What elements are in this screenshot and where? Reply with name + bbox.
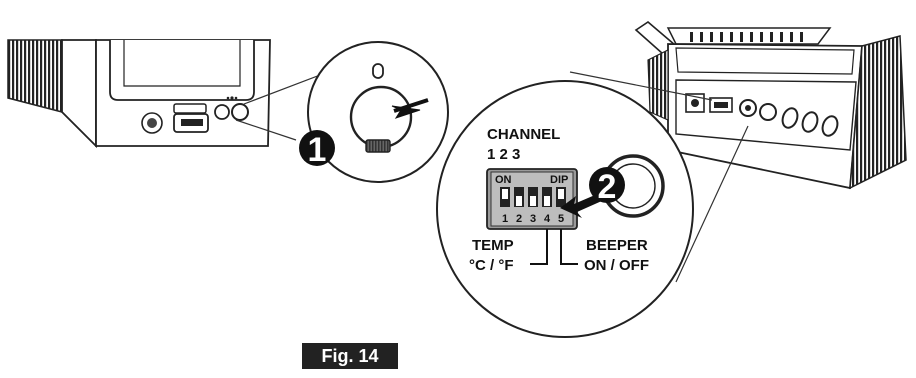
press-arrow-icon	[560, 192, 604, 218]
dip-number: 3	[530, 213, 536, 225]
beeper-state: ON / OFF	[584, 257, 649, 274]
jack-icon	[214, 104, 230, 120]
jack-icon	[759, 103, 777, 121]
dip-on-label: ON	[495, 174, 512, 186]
dip-number: 1	[502, 213, 508, 225]
dip-switch-numbers: 1 2 3 4 5	[502, 213, 564, 225]
zoom-line	[675, 125, 749, 283]
dip-switch-slots	[500, 187, 566, 207]
temp-label: TEMP	[472, 237, 514, 254]
side-grille	[849, 35, 907, 190]
zoom-line	[235, 119, 297, 141]
channel-label: CHANNEL	[487, 126, 560, 143]
rear-buttons	[781, 107, 839, 137]
callout-2-label: 2	[598, 168, 617, 206]
dip-label: DIP	[550, 174, 568, 186]
zoom-circle-1	[307, 41, 449, 183]
callout-1-label: 1	[308, 131, 327, 169]
right-unit	[634, 20, 907, 190]
zoom-circle-2: ON DIP 1 2 3 4 5 2 CHANNEL 1 2 3 TEMP °C…	[436, 80, 694, 338]
left-unit	[7, 39, 271, 149]
zoom-line	[569, 71, 713, 101]
beeper-leader-line	[560, 229, 578, 265]
temp-units: °C / °F	[469, 257, 514, 274]
channel-numbers: 1 2 3	[487, 146, 520, 163]
dip-number: 4	[544, 213, 551, 225]
power-button-icon	[349, 85, 413, 149]
callout-2	[589, 167, 625, 203]
speaker-grille	[7, 39, 63, 113]
top-slot	[173, 103, 207, 114]
dip-number: 2	[516, 213, 522, 225]
beeper-label: BEEPER	[586, 237, 648, 254]
temp-leader-line	[530, 229, 548, 265]
figure-caption: Fig. 14	[302, 343, 398, 369]
top-vents	[690, 32, 803, 42]
button-icon	[231, 103, 249, 121]
dip-number: 5	[558, 213, 564, 225]
power-indicator-icon	[372, 63, 384, 79]
callout-1: 1	[299, 130, 335, 169]
